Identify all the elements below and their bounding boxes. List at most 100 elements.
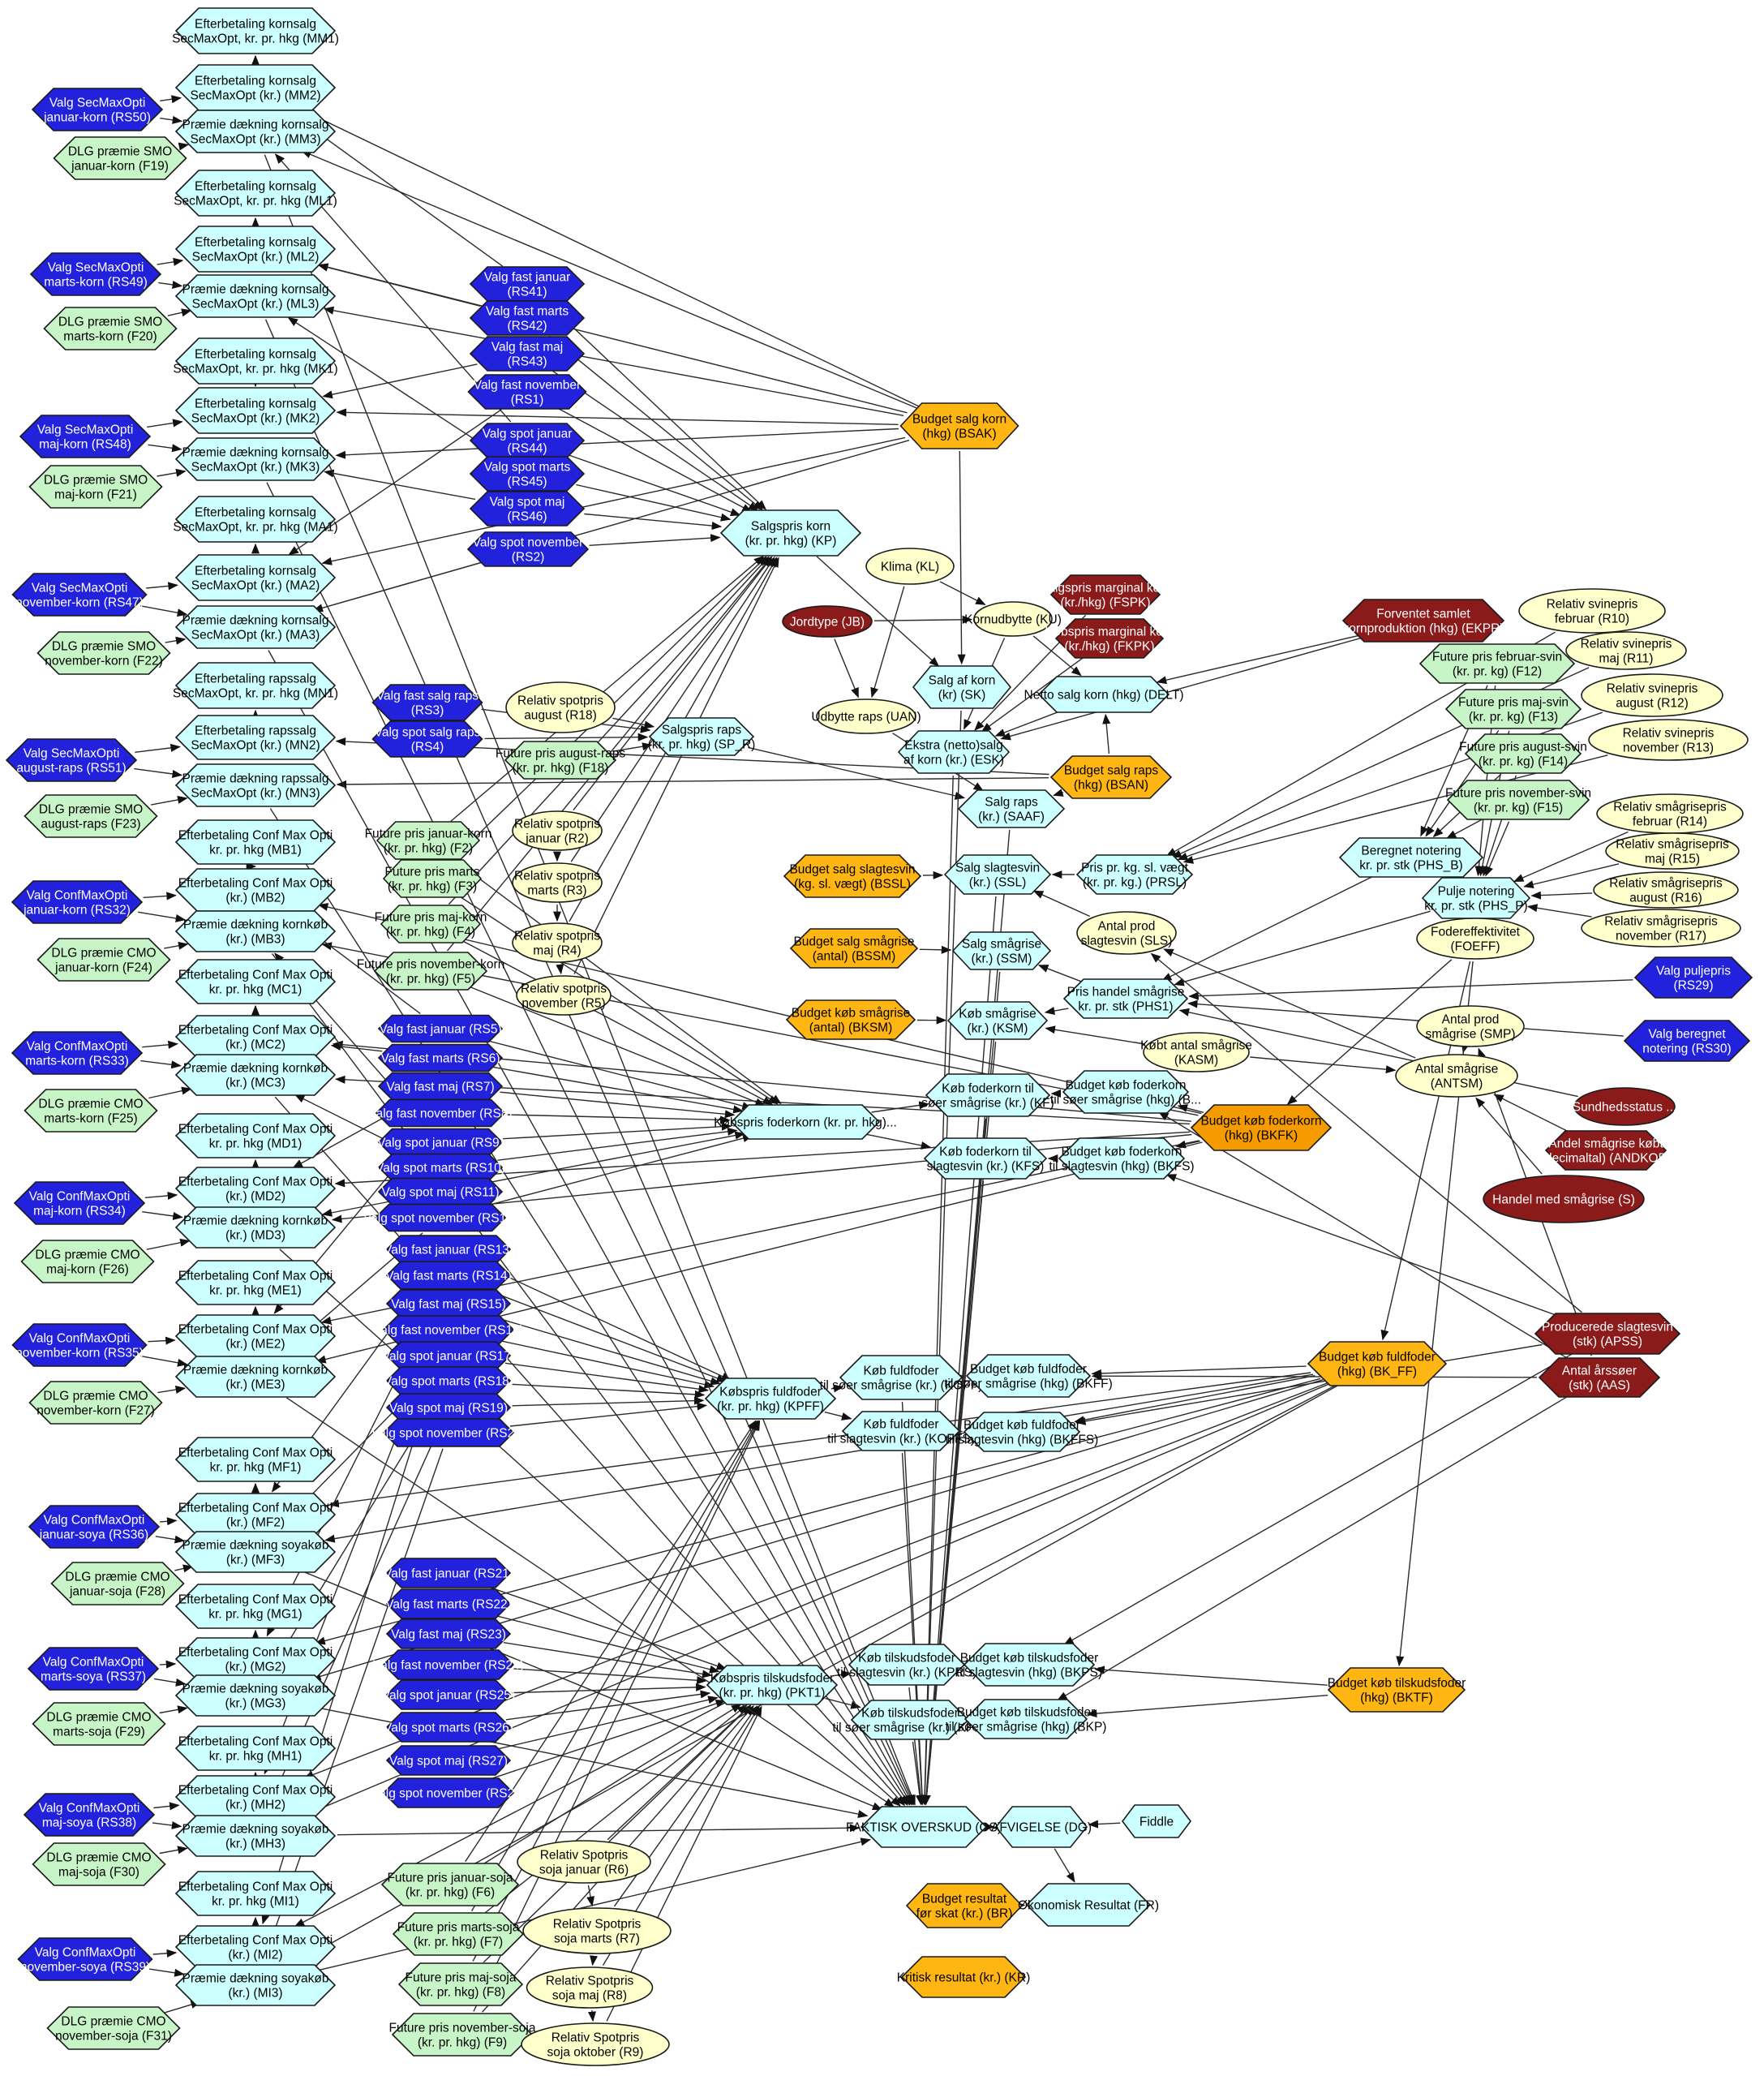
node-shape-R2[interactable] xyxy=(512,810,603,851)
node-MC3[interactable]: Præmie dækning kornkøb(kr.) (MC3) xyxy=(174,1054,337,1096)
node-shape-RS15[interactable] xyxy=(385,1289,512,1318)
node-shape-FKPK[interactable] xyxy=(1054,618,1165,659)
node-RS8[interactable]: Valg fast november (RS8) xyxy=(368,1098,513,1128)
node-MI2[interactable]: Efterbetaling Conf Max Opti(kr.) (MI2) xyxy=(174,1925,337,1969)
node-F15[interactable]: Future pris november-svin(kr. pr. kg) (F… xyxy=(1445,780,1591,820)
node-KL[interactable]: Klima (KL) xyxy=(865,548,955,585)
node-BKTF[interactable]: Budget køb tilskudsfoder(hkg) (BKTF) xyxy=(1327,1667,1466,1713)
node-FID[interactable]: Fiddle xyxy=(1121,1804,1192,1838)
node-shape-KPF[interactable] xyxy=(730,1104,881,1140)
node-shape-RS34[interactable] xyxy=(13,1181,146,1225)
node-RS46[interactable]: Valg spot maj(RS46) xyxy=(469,491,586,527)
node-shape-BKFK[interactable] xyxy=(1190,1104,1333,1151)
node-shape-RS20[interactable] xyxy=(382,1418,515,1447)
node-shape-RS25[interactable] xyxy=(385,1679,512,1710)
node-shape-SLS[interactable] xyxy=(1076,911,1177,955)
node-shape-DG[interactable] xyxy=(994,1806,1088,1848)
node-S[interactable]: Handel med smågrise (S) xyxy=(1483,1175,1645,1223)
node-shape-MG3[interactable] xyxy=(174,1674,337,1717)
node-KP[interactable]: Salgspris korn(kr. pr. hkg) (KP) xyxy=(719,509,862,557)
node-shape-RS26[interactable] xyxy=(385,1712,512,1743)
node-RS45[interactable]: Valg spot marts(RS45) xyxy=(469,456,586,492)
node-shape-RS38[interactable] xyxy=(23,1793,156,1837)
node-shape-KPRS[interactable] xyxy=(848,1644,966,1686)
node-shape-F18[interactable] xyxy=(504,741,617,780)
node-shape-R5[interactable] xyxy=(516,975,612,1016)
node-shape-AAS[interactable] xyxy=(1538,1357,1661,1398)
node-shape-KP[interactable] xyxy=(719,509,862,557)
node-KASM[interactable]: Købt antal smågrise(KASM) xyxy=(1140,1032,1252,1072)
node-shape-KASM[interactable] xyxy=(1143,1032,1250,1072)
node-shape-RS1[interactable] xyxy=(467,374,587,410)
node-SAAF[interactable]: Salg raps(kr.) (SAAF) xyxy=(957,789,1066,828)
node-shape-F6[interactable] xyxy=(380,1863,520,1906)
node-RS28[interactable]: Valg spot november (RS28) xyxy=(371,1777,526,1808)
node-shape-BKFF[interactable] xyxy=(965,1354,1092,1398)
node-shape-MM1[interactable] xyxy=(174,7,337,54)
node-RS21[interactable]: Valg fast januar (RS21) xyxy=(384,1558,513,1588)
node-shape-PHS_B[interactable] xyxy=(1338,837,1484,878)
node-shape-RS13[interactable] xyxy=(385,1235,512,1264)
node-shape-BKTF[interactable] xyxy=(1327,1667,1466,1713)
node-shape-BK_FF[interactable] xyxy=(1307,1341,1448,1386)
node-F9[interactable]: Future pris november-soja(kr. pr. hkg) (… xyxy=(389,2013,536,2057)
node-shape-KF[interactable] xyxy=(925,1073,1051,1117)
node-ANTSM[interactable]: Antal smågrise(ANTSM) xyxy=(1395,1054,1518,1098)
node-RS15[interactable]: Valg fast maj (RS15) xyxy=(385,1289,512,1318)
node-shape-MA2[interactable] xyxy=(174,554,337,601)
node-shape-RS2[interactable] xyxy=(466,531,590,567)
node-shape-RS48[interactable] xyxy=(19,415,152,458)
node-RS22[interactable]: Valg fast marts (RS22) xyxy=(385,1588,512,1619)
node-RS5[interactable]: Valg fast januar (RS5) xyxy=(377,1014,504,1043)
node-shape-MF2[interactable] xyxy=(174,1493,337,1537)
node-shape-RS32[interactable] xyxy=(11,880,144,924)
node-shape-MC1[interactable] xyxy=(174,959,337,1004)
node-shape-RS24[interactable] xyxy=(382,1649,515,1680)
node-shape-BKP[interactable] xyxy=(964,1699,1088,1739)
node-BK_FF[interactable]: Budget køb fuldfoder(hkg) (BK_FF) xyxy=(1307,1341,1448,1386)
node-shape-ME3[interactable] xyxy=(174,1356,337,1398)
node-RS16[interactable]: Valg fast november (RS16) xyxy=(373,1315,524,1344)
node-shape-MN2[interactable] xyxy=(174,715,337,760)
node-shape-RS46[interactable] xyxy=(469,491,586,527)
node-shape-MH2[interactable] xyxy=(174,1775,337,1819)
node-RS14[interactable]: Valg fast marts (RS14) xyxy=(385,1261,512,1290)
node-shape-BSAN[interactable] xyxy=(1049,755,1173,799)
node-BSAN[interactable]: Budget salg raps(hkg) (BSAN) xyxy=(1049,755,1173,799)
node-shape-R17[interactable] xyxy=(1581,909,1741,948)
node-shape-MB1[interactable] xyxy=(174,819,337,865)
node-shape-BSSL[interactable] xyxy=(783,854,922,898)
node-shape-RS12[interactable] xyxy=(374,1203,507,1232)
node-shape-MG1[interactable] xyxy=(174,1584,337,1629)
node-shape-R13[interactable] xyxy=(1588,719,1749,761)
node-shape-RS28[interactable] xyxy=(382,1777,515,1808)
node-shape-KOFFS[interactable] xyxy=(841,1411,961,1451)
node-FOEFF[interactable]: Fodereffektivitet(FOEFF) xyxy=(1416,918,1534,960)
node-SUND[interactable]: Sundhedsstatus ... xyxy=(1573,1087,1676,1126)
node-shape-F30[interactable] xyxy=(32,1842,166,1886)
node-RS10[interactable]: Valg spot marts (RS10) xyxy=(376,1153,505,1182)
node-shape-KSM[interactable] xyxy=(946,1001,1049,1040)
node-RS23[interactable]: Valg fast maj (RS23) xyxy=(385,1618,512,1649)
node-shape-R7[interactable] xyxy=(522,1907,672,1954)
